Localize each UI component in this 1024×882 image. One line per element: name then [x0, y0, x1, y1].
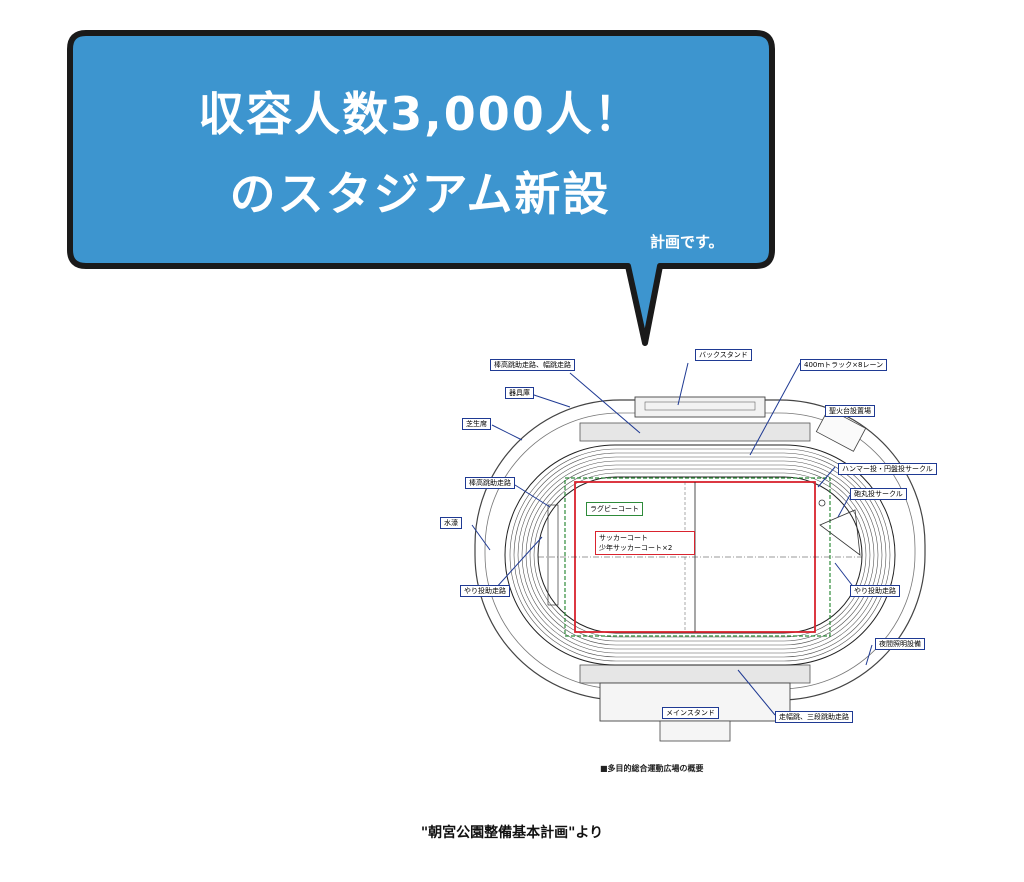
label-rugby-court: ラグビーコート	[586, 502, 643, 516]
top-straight-bar	[579, 422, 811, 442]
bottom-straight-bar	[579, 664, 811, 684]
stadium-plan-diagram: 棒高跳助走路、幅跳走路 バックスタンド 400mトラック×8レーン 器具庫 芝生…	[440, 345, 960, 755]
label-water-jump: 水濠	[440, 517, 462, 529]
label-lawn-seats: 芝生席	[462, 418, 491, 430]
label-shot-put: 砲丸投サークル	[850, 488, 907, 500]
label-soccer-court-line-1: サッカーコート	[599, 534, 648, 542]
label-main-stand: メインスタンド	[662, 707, 719, 719]
label-hammer-discus: ハンマー投・円盤投サークル	[838, 463, 937, 475]
label-javelin-left: やり投助走路	[460, 585, 510, 597]
label-long-jump-pole-vault: 棒高跳助走路、幅跳走路	[490, 359, 575, 371]
source-citation: "朝宮公園整備基本計画"より	[420, 825, 604, 841]
plan-note: 計画です。	[650, 233, 724, 251]
label-cauldron-area: 聖火台設置場	[825, 405, 875, 417]
label-soccer-court: サッカーコート 少年サッカーコート×2	[595, 531, 695, 555]
headline-line-1: 収容人数3,000人！	[198, 87, 642, 141]
headline-line-2: のスタジアム新設	[229, 167, 611, 221]
label-night-lighting: 夜間照明設備	[875, 638, 925, 650]
label-javelin-right: やり投助走路	[850, 585, 900, 597]
back-stand-block	[634, 396, 766, 418]
label-long-triple-jump: 走幅跳、三段跳助走路	[775, 711, 853, 723]
label-soccer-court-line-2: 少年サッカーコート×2	[599, 544, 673, 552]
label-storage: 器具庫	[505, 387, 534, 399]
bubble-shape	[67, 30, 775, 346]
diagram-caption: ■多目的総合運動広場の概要	[600, 764, 704, 773]
label-pole-vault-runway: 棒高跳助走路	[465, 477, 515, 489]
label-track: 400mトラック×8レーン	[800, 359, 888, 371]
stadium-drawing	[471, 362, 926, 742]
speech-bubble	[67, 30, 775, 346]
label-back-stand: バックスタンド	[695, 349, 752, 361]
leader-lines	[471, 362, 873, 716]
track-inner-edge	[537, 476, 863, 634]
cauldron-box	[815, 408, 867, 452]
